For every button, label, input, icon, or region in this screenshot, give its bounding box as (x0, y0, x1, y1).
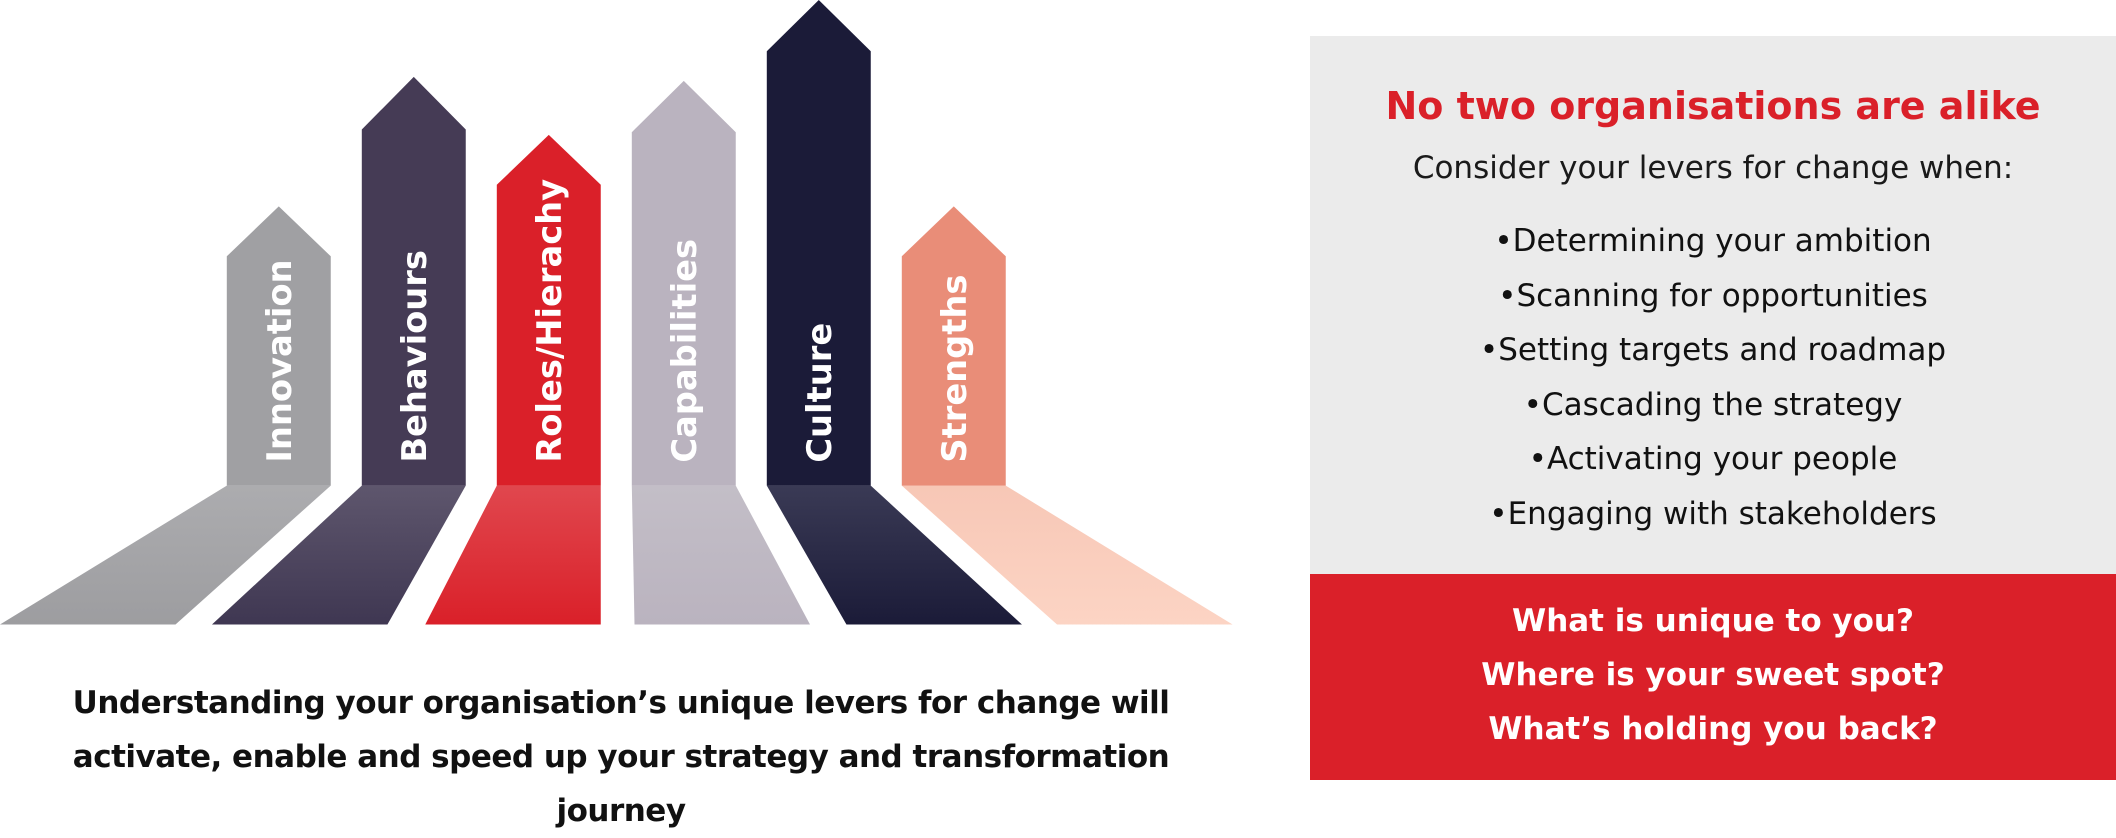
lever-label: Capabilities (665, 239, 704, 463)
question: Where is your sweet spot? (1481, 657, 1945, 693)
list-item: Setting targets and roadmap (1310, 323, 2116, 378)
list-item: Scanning for opportunities (1310, 269, 2116, 324)
levers-graphic: Innovation Behaviours Roles/Hierachy Capabi… (0, 0, 1233, 625)
question: What’s holding you back? (1488, 711, 1938, 747)
bullet-list: Determining your ambition Scanning for o… (1310, 214, 2116, 541)
lever-label: Roles/Hierachy (530, 179, 569, 463)
lever-culture: Culture (766, 0, 1022, 625)
lever-label: Strengths (935, 275, 974, 463)
lever-arrow (496, 134, 601, 486)
lever-floor (211, 485, 466, 625)
lever-arrow (901, 206, 1006, 486)
caption-line: journey (556, 793, 686, 829)
caption-line: activate, enable and speed up your strat… (72, 739, 1170, 775)
lever-innovation: Innovation (0, 206, 331, 625)
panel-subtitle: Consider your levers for change when: (1412, 150, 2014, 186)
lever-label: Behaviours (395, 250, 434, 463)
info-panel: No two organisations are alike Consider … (1310, 36, 2116, 574)
lever-behaviours: Behaviours (211, 76, 466, 625)
list-item: Determining your ambition (1310, 214, 2116, 269)
lever-arrow (226, 206, 331, 486)
list-item: Engaging with stakeholders (1310, 487, 2116, 542)
lever-floor (901, 485, 1233, 625)
lever-floor (631, 485, 810, 625)
lever-floor (425, 485, 601, 625)
lever-strengths: Strengths (901, 206, 1233, 625)
panel-title: No two organisations are alike (1385, 84, 2041, 128)
lever-label: Culture (800, 323, 839, 463)
questions-panel: What is unique to you? Where is your swe… (1310, 574, 2116, 780)
lever-floor (0, 485, 331, 625)
lever-arrow (361, 76, 466, 486)
lever-arrow (766, 0, 871, 486)
lever-roles-hierachy: Roles/Hierachy (425, 134, 601, 625)
caption-line: Understanding your organisation’s unique… (72, 685, 1170, 721)
caption: Understanding your organisation’s unique… (20, 676, 1222, 838)
lever-label: Innovation (260, 259, 299, 462)
lever-arrow (631, 80, 736, 486)
list-item: Activating your people (1310, 432, 2116, 487)
lever-capabilities: Capabilities (631, 80, 810, 625)
question: What is unique to you? (1512, 603, 1914, 639)
lever-floor (766, 485, 1022, 625)
list-item: Cascading the strategy (1310, 378, 2116, 433)
